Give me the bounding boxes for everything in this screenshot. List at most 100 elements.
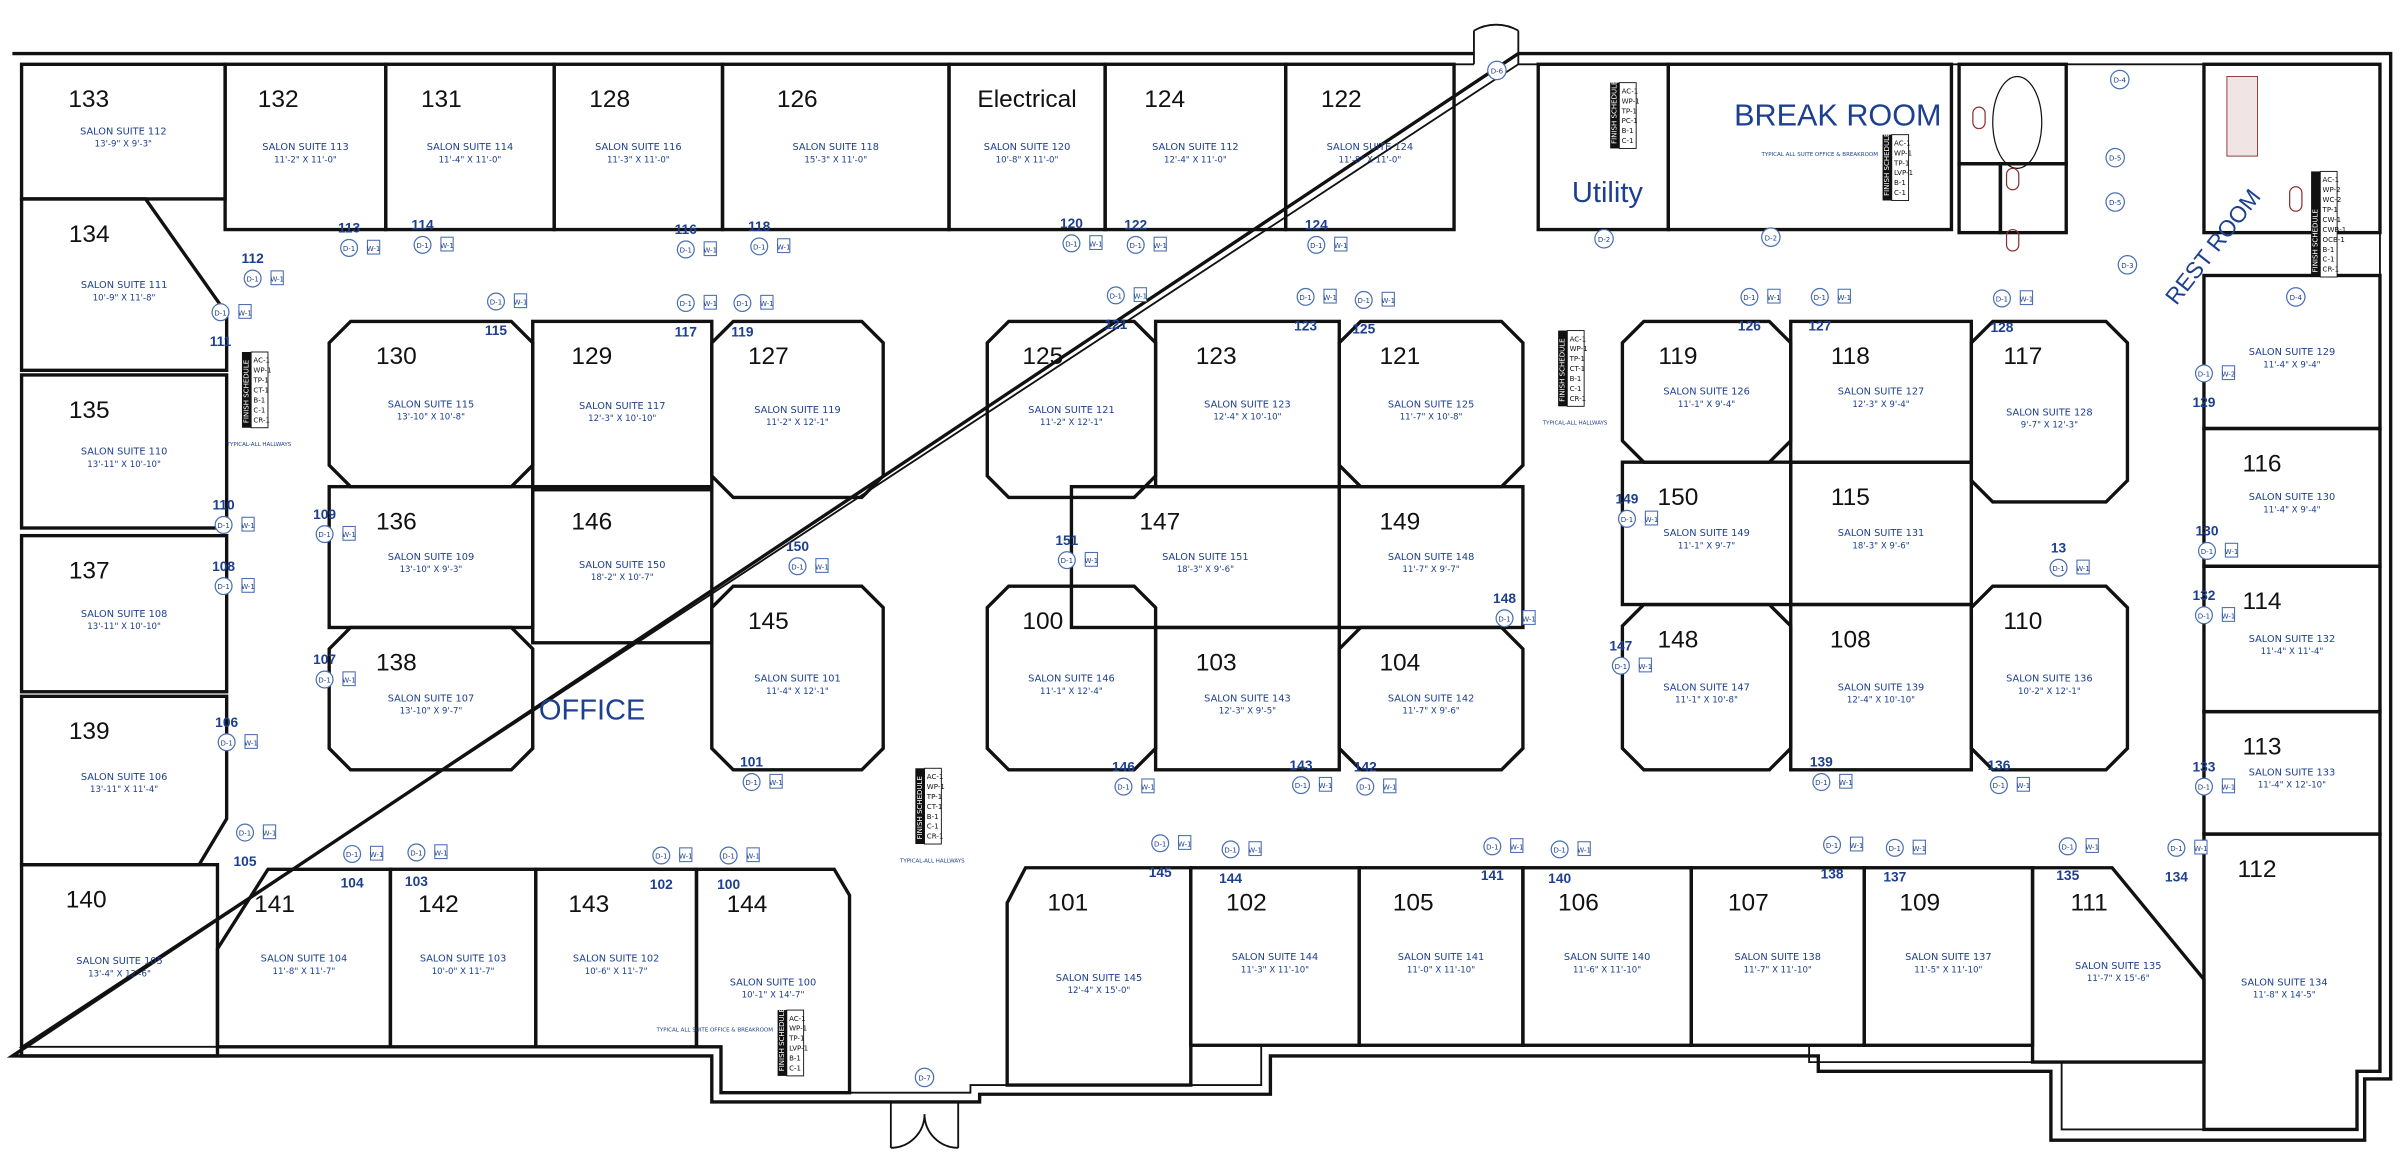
door-125[interactable]: 125D-1W-1 bbox=[1352, 290, 1395, 337]
door-129[interactable]: 129D-1W-2 bbox=[2192, 364, 2235, 410]
room-110[interactable]: 110SALON SUITE 13610'-2" X 12'-1" bbox=[1969, 584, 2130, 772]
door-120[interactable]: 120D-1W-1 bbox=[1060, 216, 1103, 253]
room-111[interactable]: 111SALON SUITE 13511'-7" X 15'-6" bbox=[2030, 866, 2206, 1064]
room-133[interactable]: 133SALON SUITE 11213'-9" X 9'-3" bbox=[19, 62, 227, 201]
door-137[interactable]: 137D-1W-1 bbox=[1883, 838, 1926, 885]
room-121[interactable]: 121SALON SUITE 12511'-7" X 10'-8" bbox=[1337, 319, 1525, 489]
door-127[interactable]: 127D-1W-1 bbox=[1808, 287, 1851, 334]
door-117[interactable]: 117D-1W-1 bbox=[675, 293, 717, 340]
room-118[interactable]: 118SALON SUITE 12712'-3" X 9'-4" bbox=[1789, 319, 1974, 464]
room-102[interactable]: 102SALON SUITE 14411'-3" X 11'-10" bbox=[1189, 866, 1361, 1047]
door-105[interactable]: 105D-1W-1 bbox=[234, 823, 277, 869]
door-149[interactable]: 149D-1W-1 bbox=[1616, 492, 1659, 528]
room-146[interactable]: 146SALON SUITE 15018'-2" X 10'-7" bbox=[531, 484, 714, 645]
room-109[interactable]: 109SALON SUITE 13711'-5" X 11'-10" bbox=[1862, 866, 2035, 1047]
room-138[interactable]: 138SALON SUITE 10713'-10" X 9'-7" bbox=[327, 625, 535, 772]
room-124[interactable]: 124SALON SUITE 11212'-4" X 11'-0" bbox=[1103, 62, 1288, 232]
door-103[interactable]: 103D-1W-1 bbox=[405, 843, 448, 889]
room-122[interactable]: 122SALON SUITE 12411'-8" X 11'-0" bbox=[1284, 62, 1456, 232]
room-117[interactable]: 117SALON SUITE 1289'-7" X 12'-3" bbox=[1969, 319, 2130, 504]
room-136[interactable]: 136SALON SUITE 10913'-10" X 9'-3" bbox=[327, 484, 535, 630]
door-123[interactable]: 123D-1W-1 bbox=[1294, 287, 1337, 334]
door-136[interactable]: 136D-1W-1 bbox=[1987, 758, 2030, 795]
room-127[interactable]: 127SALON SUITE 11911'-2" X 12'-1" bbox=[710, 319, 885, 500]
room-100[interactable]: 100SALON SUITE 14611'-1" X 12'-4" bbox=[985, 584, 1158, 772]
room-105[interactable]: 105SALON SUITE 14111'-0" X 11'-10" bbox=[1357, 866, 1525, 1047]
door-128[interactable]: 128D-1W-1 bbox=[1990, 289, 2033, 335]
door-115[interactable]: 115D-1W-1 bbox=[485, 292, 527, 338]
room-103[interactable]: 103SALON SUITE 14312'-3" X 9'-5" bbox=[1153, 625, 1341, 772]
room-132[interactable]: 132SALON SUITE 11311'-2" X 11'-0" bbox=[223, 62, 388, 232]
door-124[interactable]: 124D-1W-1 bbox=[1305, 218, 1348, 254]
door-110[interactable]: 110D-1W-1 bbox=[212, 498, 255, 534]
door-126[interactable]: 126D-1W-1 bbox=[1738, 287, 1781, 334]
room-104[interactable]: 104SALON SUITE 14211'-7" X 9'-6" bbox=[1337, 625, 1525, 772]
door-121[interactable]: 121D-1W-1 bbox=[1104, 286, 1147, 332]
room-134[interactable]: 134SALON SUITE 11110'-9" X 11'-8" bbox=[19, 197, 229, 373]
door-144[interactable]: 144D-1W-1 bbox=[1219, 840, 1262, 886]
room-113[interactable]: 113SALON SUITE 13311'-4" X 12'-10" bbox=[2202, 709, 2382, 836]
door-116[interactable]: 116D-1W-1 bbox=[675, 222, 717, 259]
door-139[interactable]: 139D-1W-1 bbox=[1810, 755, 1853, 792]
door-111[interactable]: 111D-1W-1 bbox=[210, 303, 252, 349]
door-145[interactable]: 145D-1W-1 bbox=[1149, 834, 1192, 880]
room-137[interactable]: 137SALON SUITE 10813'-11" X 10'-10" bbox=[19, 533, 229, 694]
room-147[interactable]: 147SALON SUITE 15118'-3" X 9'-6" bbox=[1069, 484, 1341, 630]
room-145[interactable]: 145SALON SUITE 10111'-4" X 12'-1" bbox=[710, 584, 885, 772]
door-100[interactable]: 100D-1W-1 bbox=[717, 846, 760, 892]
room-126[interactable]: 126SALON SUITE 11815'-3" X 11'-0" bbox=[720, 62, 951, 232]
room-143[interactable]: 143SALON SUITE 10210'-6" X 11'-7" bbox=[534, 867, 699, 1049]
room-112[interactable]: 112SALON SUITE 13411'-8" X 14'-5" bbox=[2202, 832, 2382, 1132]
room-142[interactable]: 142SALON SUITE 10310'-0" X 11'-7" bbox=[388, 867, 538, 1049]
door-104[interactable]: 104D-1W-1 bbox=[341, 844, 384, 891]
room-108[interactable]: 108SALON SUITE 13912'-4" X 10'-10" bbox=[1789, 602, 1974, 772]
room-148[interactable]: 148SALON SUITE 14711'-1" X 10'-8" bbox=[1620, 602, 1793, 772]
room-139[interactable]: 139SALON SUITE 10613'-11" X 11'-4" bbox=[19, 694, 229, 867]
door-147[interactable]: 147D-1W-1 bbox=[1609, 638, 1652, 675]
room-123[interactable]: 123SALON SUITE 12312'-4" X 10'-10" bbox=[1153, 319, 1341, 489]
door-112[interactable]: 112D-1W-1 bbox=[242, 251, 284, 288]
room-131[interactable]: 131SALON SUITE 11411'-4" X 11'-0" bbox=[384, 62, 556, 232]
door-148[interactable]: 148D-1W-1 bbox=[1493, 591, 1536, 628]
room-101[interactable]: 101SALON SUITE 14512'-4" X 15'-0" bbox=[1005, 866, 1193, 1087]
door-13[interactable]: 13D-1W-1 bbox=[2049, 540, 2090, 577]
door-138[interactable]: 138D-1W-1 bbox=[1821, 835, 1864, 881]
door-114[interactable]: 114D-1W-1 bbox=[411, 218, 454, 254]
room-150[interactable]: 150SALON SUITE 14911'-1" X 9'-7" bbox=[1620, 460, 1793, 607]
door-113[interactable]: 113D-1W-1 bbox=[338, 221, 380, 257]
room-115[interactable]: 115SALON SUITE 13118'-3" X 9'-6" bbox=[1789, 460, 1974, 607]
room-128[interactable]: 128SALON SUITE 11611'-3" X 11'-0" bbox=[552, 62, 725, 232]
door-107[interactable]: 107D-1W-1 bbox=[313, 652, 356, 689]
door-132[interactable]: 132D-1W-1 bbox=[2192, 588, 2235, 625]
door-106[interactable]: 106D-1W-1 bbox=[215, 715, 258, 752]
door-122[interactable]: 122D-1W-1 bbox=[1124, 218, 1167, 254]
door-119[interactable]: 119D-1W-1 bbox=[731, 293, 774, 340]
door-150[interactable]: 150D-1W-1 bbox=[786, 539, 829, 576]
room-electrical[interactable]: ElectricalSALON SUITE 12010'-8" X 11'-0" bbox=[947, 62, 1107, 232]
door-143[interactable]: 143D-1W-1 bbox=[1290, 758, 1333, 795]
door-109[interactable]: 109D-1W-1 bbox=[313, 507, 356, 544]
door-108[interactable]: 108D-1W-1 bbox=[212, 559, 255, 596]
room-106[interactable]: 106SALON SUITE 14011'-6" X 11'-10" bbox=[1521, 866, 1693, 1047]
door-133[interactable]: 133D-1W-1 bbox=[2192, 759, 2235, 796]
room-125[interactable]: 125SALON SUITE 12111'-2" X 12'-1" bbox=[985, 319, 1158, 500]
door-102[interactable]: 102D-1W-1 bbox=[650, 846, 693, 892]
room-149[interactable]: 149SALON SUITE 14811'-7" X 9'-7" bbox=[1337, 484, 1525, 630]
door-134[interactable]: 134D-1W-1 bbox=[2165, 838, 2208, 885]
door-140[interactable]: 140D-1W-1 bbox=[1548, 840, 1591, 886]
room-129[interactable]: 129SALON SUITE 11712'-3" X 10'-10" bbox=[531, 319, 714, 492]
door-101[interactable]: 101D-1W-1 bbox=[740, 755, 783, 792]
room-130[interactable]: 130SALON SUITE 11513'-10" X 10'-8" bbox=[327, 319, 535, 489]
door-151[interactable]: 151D-1W-1 bbox=[1055, 533, 1098, 570]
room-141[interactable]: 141SALON SUITE 10411'-8" X 11'-7" bbox=[215, 867, 393, 1049]
door-118[interactable]: 118D-1W-1 bbox=[748, 219, 791, 256]
room-114[interactable]: 114SALON SUITE 13211'-4" X 11'-4" bbox=[2202, 564, 2382, 714]
room-107[interactable]: 107SALON SUITE 13811'-7" X 11'-10" bbox=[1689, 866, 1866, 1047]
door-135[interactable]: 135D-1W-1 bbox=[2056, 837, 2099, 883]
room-119[interactable]: 119SALON SUITE 12611'-1" X 9'-4" bbox=[1620, 319, 1793, 464]
door-130[interactable]: 130D-1W-1 bbox=[2196, 524, 2239, 560]
room-144[interactable]: 144SALON SUITE 10010'-1" X 14'-7" bbox=[694, 867, 852, 1095]
room-135[interactable]: 135SALON SUITE 11013'-11" X 10'-10" bbox=[19, 373, 229, 530]
door-141[interactable]: 141D-1W-1 bbox=[1481, 837, 1524, 883]
door-142[interactable]: 142D-1W-1 bbox=[1354, 759, 1397, 796]
